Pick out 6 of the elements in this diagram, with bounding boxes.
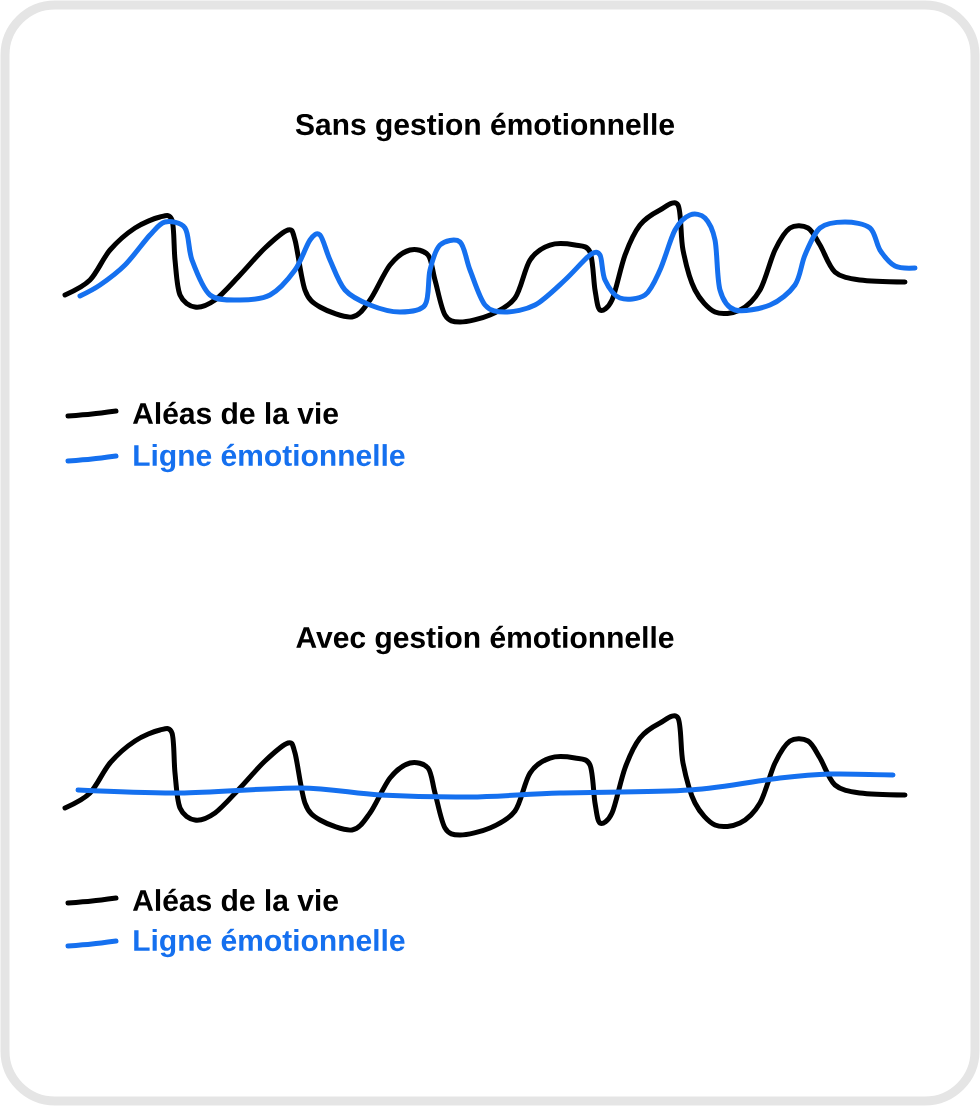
legend-label: Aléas de la vie bbox=[132, 401, 338, 425]
legend-label: Ligne émotionnelle bbox=[134, 928, 405, 958]
legend-label: Ligne émotionnelle bbox=[134, 443, 405, 473]
panel-heading: Sans gestion émotionnelle bbox=[295, 112, 674, 142]
panel-heading: Avec gestion émotionnelle bbox=[296, 625, 674, 655]
legend-label: Aléas de la vie bbox=[132, 888, 338, 912]
